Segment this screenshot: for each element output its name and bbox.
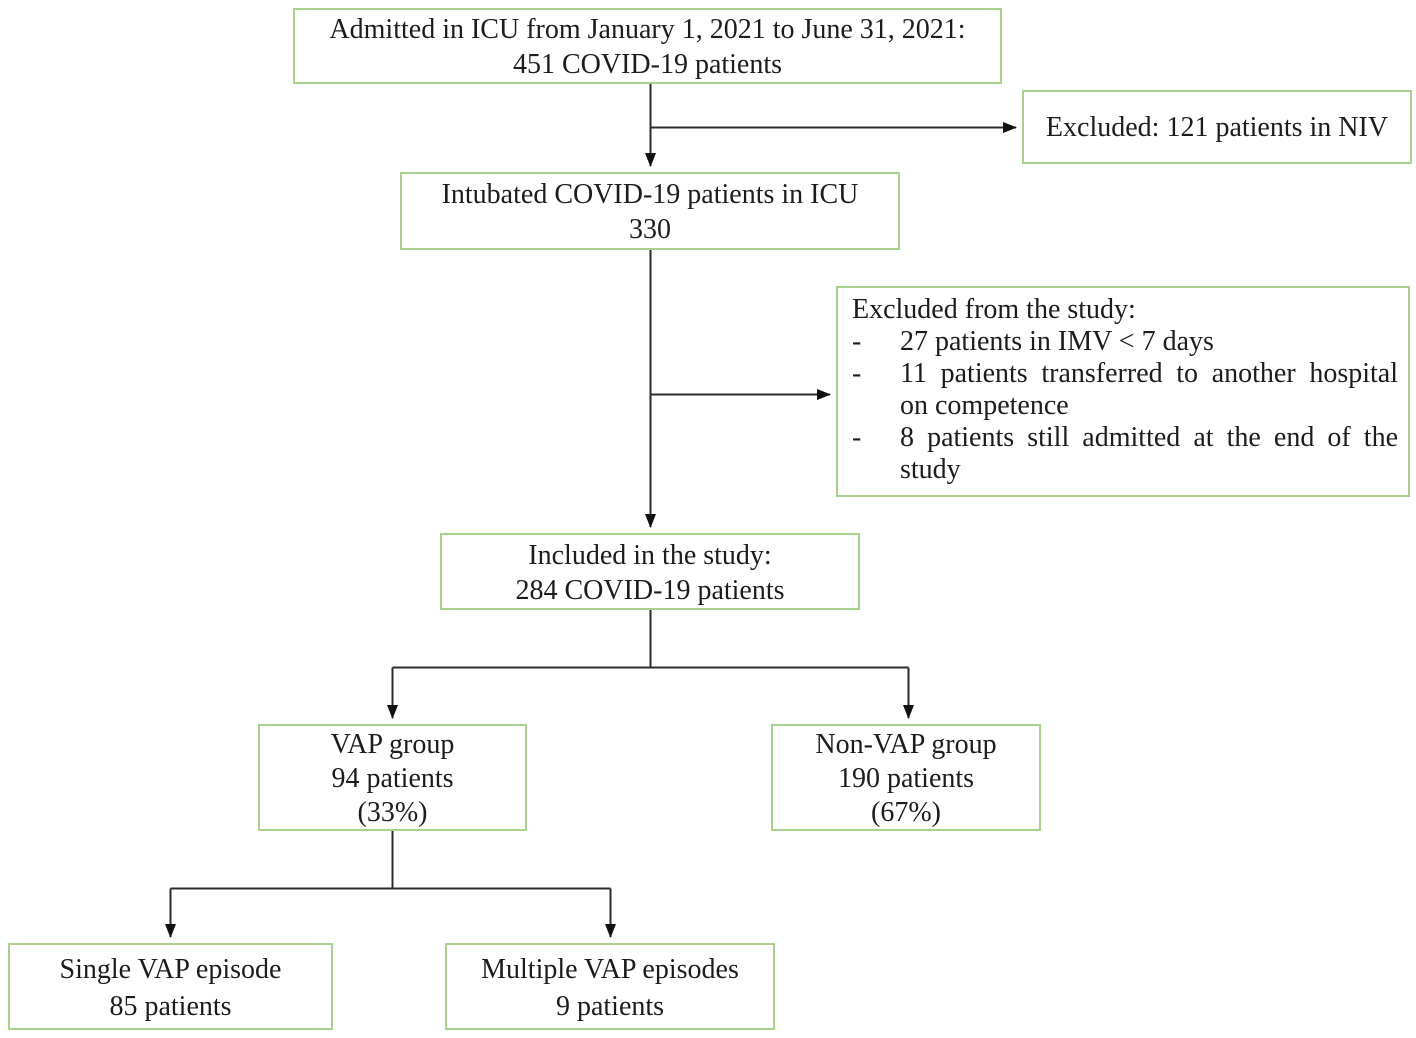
excluded-study-item-text: 11 patients transferred to another hospi… (900, 358, 1398, 421)
node-multiple-line2: 9 patients (555, 991, 665, 1022)
node-intubated: Intubated COVID-19 patients in ICU 330 (400, 172, 900, 250)
excluded-study-item: - 11 patients transferred to another hos… (852, 358, 1398, 422)
node-multiple-vap-episodes: Multiple VAP episodes 9 patients (445, 943, 775, 1030)
node-intubated-line2: 330 (629, 214, 671, 245)
node-admitted-line1: Admitted in ICU from January 1, 2021 to … (329, 14, 966, 45)
node-non-vap-line1: Non-VAP group (815, 729, 997, 760)
list-dash: - (852, 358, 862, 389)
list-dash: - (852, 422, 862, 453)
node-admitted-line2: 451 COVID-19 patients (512, 49, 783, 80)
node-vap-line1: VAP group (330, 729, 455, 760)
node-excluded-niv: Excluded: 121 patients in NIV (1022, 90, 1412, 164)
node-non-vap-group: Non-VAP group 190 patients (67%) (771, 724, 1041, 831)
node-included-line1: Included in the study: (528, 540, 772, 571)
node-single-line2: 85 patients (109, 991, 232, 1022)
node-included: Included in the study: 284 COVID-19 pati… (440, 533, 860, 610)
excluded-study-item-text: 8 patients still admitted at the end of … (900, 422, 1398, 485)
node-excluded-niv-line1: Excluded: 121 patients in NIV (1045, 111, 1389, 143)
node-vap-line2: 94 patients (331, 763, 454, 794)
node-excluded-from-study: Excluded from the study: - 27 patients i… (836, 286, 1410, 497)
node-non-vap-line2: 190 patients (837, 763, 975, 794)
excluded-study-item: - 8 patients still admitted at the end o… (852, 422, 1398, 486)
node-non-vap-line3: (67%) (871, 797, 941, 828)
list-dash: - (852, 326, 862, 357)
node-included-line2: 284 COVID-19 patients (515, 575, 785, 606)
node-vap-group: VAP group 94 patients (33%) (258, 724, 527, 831)
excluded-study-title: Excluded from the study: (852, 294, 1136, 325)
node-admitted-icu: Admitted in ICU from January 1, 2021 to … (293, 8, 1002, 84)
node-multiple-line1: Multiple VAP episodes (481, 954, 739, 985)
node-single-vap-episode: Single VAP episode 85 patients (8, 943, 333, 1030)
excluded-study-item: - 27 patients in IMV < 7 days (852, 326, 1398, 358)
node-single-line1: Single VAP episode (59, 954, 282, 985)
node-intubated-line1: Intubated COVID-19 patients in ICU (441, 179, 859, 210)
excluded-study-item-text: 27 patients in IMV < 7 days (900, 326, 1214, 357)
node-vap-line3: (33%) (357, 797, 428, 828)
